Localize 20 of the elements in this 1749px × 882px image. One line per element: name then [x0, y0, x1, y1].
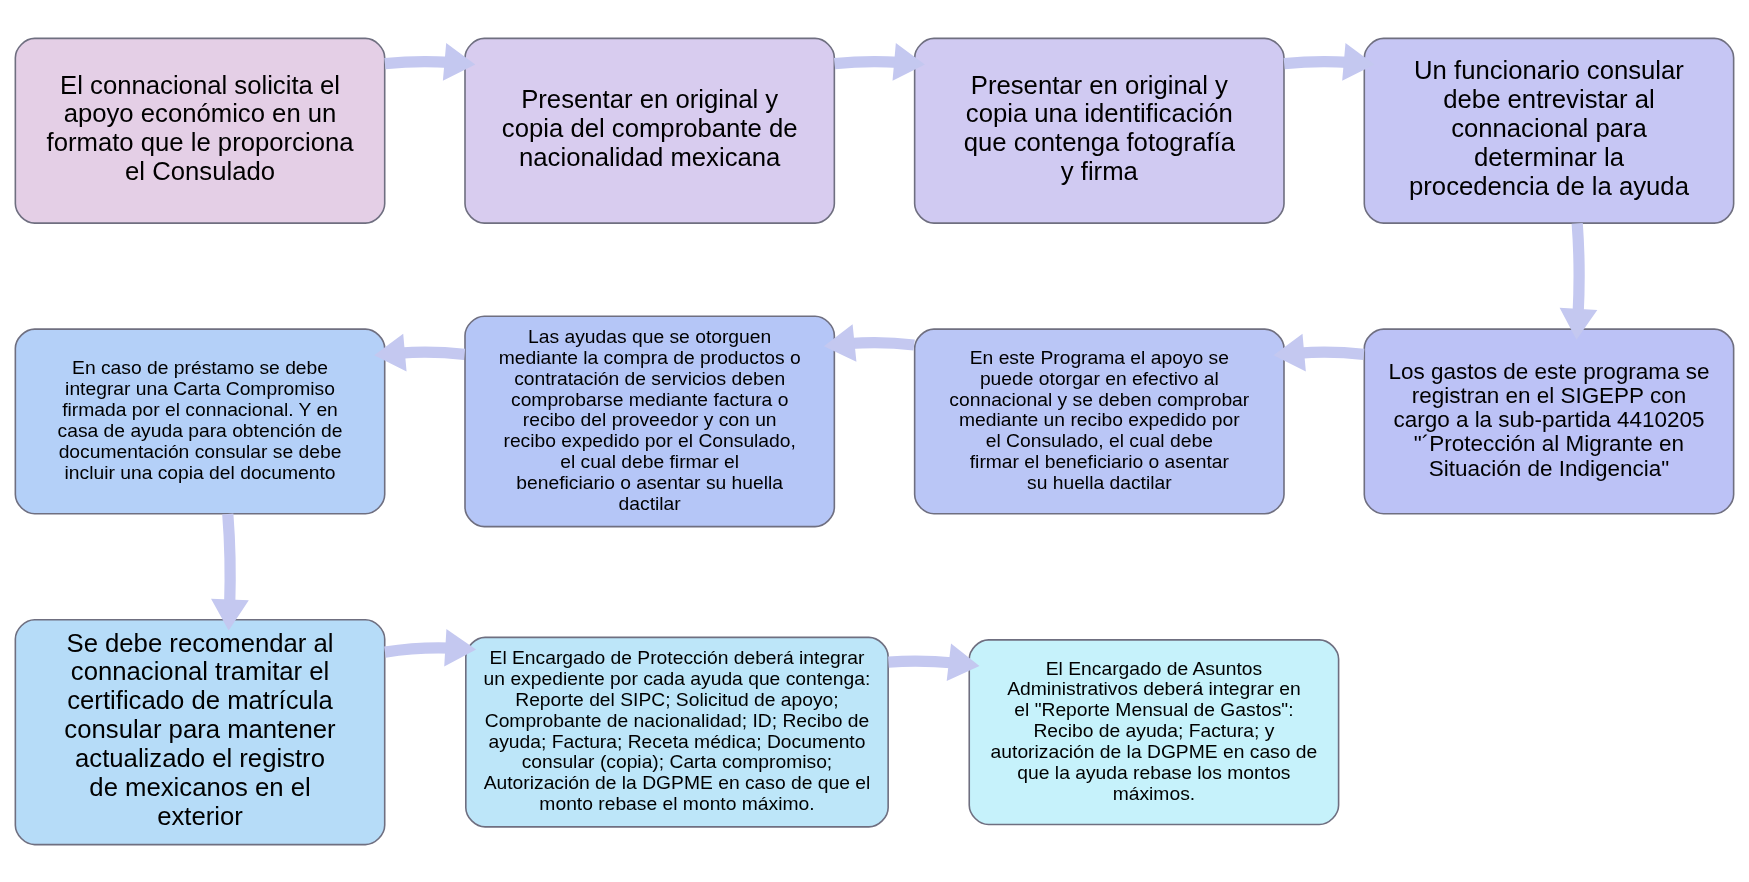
node-box: En caso de préstamo se debe integrar una Carta Compromiso firmada por el connacional. Y en casa de ayuda para obtención de documentación consular se debe incluir una copia del documento [14, 327, 386, 515]
arrow [384, 628, 477, 667]
node-box: Se debe recomendar al connacional tramitar el certificado de matrícula consular para mantener actualizado el registro de mexicanos en el exterior [14, 618, 386, 845]
node-box: El Encargado de Protección deberá integrar un expediente por cada ayuda que contenga: Reporte del SIPC; Solicitud de apoyo; Comprobante de nacionalidad; ID; Recibo de ayuda; Factura; Receta médica; Documento consular (copia); Carta compromiso; Autorización de la DGPME en caso de que el monto rebase el monto máximo. [465, 636, 889, 828]
arrow [384, 42, 476, 81]
node-box: Las ayudas que se otorguen mediante la compra de productos o contratación de servicios deben comprobarse mediante factura o recibo del proveedor y con un recibo expedido por el Consulado, el cual debe firmar el beneficiario o asentar su huella dactilar [464, 314, 836, 527]
node-box: Presentar en original y copia del comprobante de nacionalidad mexicana [464, 37, 836, 224]
arrow [888, 643, 980, 681]
node-box: Un funcionario consular debe entrevistar al connacional para determinar la procedencia de la ayuda [1363, 37, 1735, 224]
arrow [833, 42, 925, 81]
node-box: El Encargado de Asuntos Administrativos deberá integrar en el "Reporte Mensual de Gastos": Recibo de ayuda; Factura; y autorización de la DGPME en caso de que la ayuda rebase los montos máximos. [968, 638, 1340, 825]
arrow [823, 323, 915, 362]
arrow [1559, 222, 1598, 340]
arrow [211, 513, 249, 630]
node-box: El connacional solicita el apoyo económico en un formato que le proporciona el Consulado [14, 37, 386, 224]
arrow [1273, 333, 1365, 371]
node-box: En este Programa el apoyo se puede otorgar en efectivo al connacional y se deben comprobar mediante un recibo expedido por el Consulado, el cual debe firmar el beneficiario o asentar su huella dactilar [913, 327, 1285, 515]
arrow [374, 333, 466, 371]
node-box: Los gastos de este programa se registran en el SIGEPP con cargo a la sub-partida 4410205 "´Protección al Migrante en Situación de Indigencia" [1363, 327, 1735, 515]
node-box: Presentar en original y copia una identificación que contenga fotografía y firma [913, 37, 1285, 224]
